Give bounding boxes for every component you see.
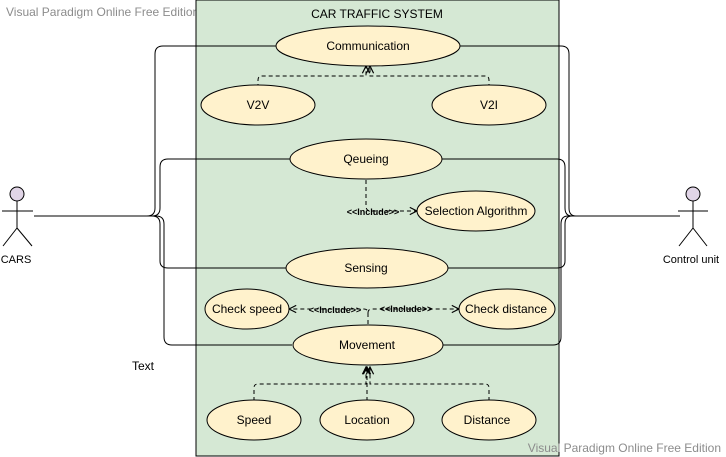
- actor-control-unit-head: [685, 186, 701, 202]
- use-case-location-label: Location: [344, 413, 389, 427]
- use-case-selection-algorithm[interactable]: Selection Algorithm: [416, 190, 536, 232]
- use-case-v2v-label: V2V: [247, 98, 270, 112]
- use-case-distance[interactable]: Distance: [441, 399, 537, 441]
- use-case-speed-label: Speed: [237, 413, 272, 427]
- cars-associations: [34, 45, 292, 346]
- actor-cars[interactable]: [2, 186, 33, 247]
- use-case-queueing[interactable]: Qeueing: [289, 138, 443, 180]
- use-case-v2i[interactable]: V2I: [431, 84, 547, 126]
- use-case-v2v[interactable]: V2V: [200, 84, 316, 126]
- watermark-top: Visual Paradigm Online Free Edition: [6, 5, 200, 19]
- control-unit-associations: [442, 45, 680, 346]
- actor-control-unit-label: Control unit: [663, 254, 719, 266]
- free-text-label[interactable]: Text: [132, 359, 155, 373]
- movement-specializations: [253, 367, 490, 401]
- system-title: CAR TRAFFIC SYSTEM: [311, 7, 443, 21]
- use-case-v2i-label: V2I: [480, 98, 498, 112]
- use-case-communication[interactable]: Communication: [275, 25, 461, 67]
- use-case-movement[interactable]: Movement: [292, 324, 444, 366]
- use-case-queueing-label: Qeueing: [343, 152, 388, 166]
- include-selection-label: <<Include>>: [347, 207, 400, 217]
- use-case-check-distance[interactable]: Check distance: [458, 288, 556, 330]
- use-case-speed[interactable]: Speed: [206, 399, 302, 441]
- use-case-location[interactable]: Location: [319, 399, 415, 441]
- use-case-sensing[interactable]: Sensing: [285, 247, 449, 289]
- use-case-selection-algorithm-label: Selection Algorithm: [425, 204, 528, 218]
- use-case-distance-label: Distance: [464, 413, 511, 427]
- include-check-distance-label: <<Include>>: [380, 304, 433, 314]
- include-check-speed-label: <<Include>>: [309, 305, 362, 315]
- include-selection-connector: [365, 180, 417, 211]
- include-check-connectors: [289, 309, 459, 324]
- use-case-movement-label: Movement: [339, 338, 396, 352]
- use-case-check-speed-label: Check speed: [212, 302, 282, 316]
- actor-cars-head: [9, 186, 25, 202]
- communication-specializations: [257, 66, 490, 88]
- watermark-bottom: Visual Paradigm Online Free Edition: [527, 441, 721, 455]
- use-case-sensing-label: Sensing: [344, 261, 387, 275]
- use-case-check-speed[interactable]: Check speed: [204, 288, 290, 330]
- use-case-communication-label: Communication: [326, 39, 409, 53]
- use-case-check-distance-label: Check distance: [465, 302, 547, 316]
- actor-control-unit[interactable]: [678, 186, 708, 247]
- actor-cars-label: CARS: [1, 254, 32, 266]
